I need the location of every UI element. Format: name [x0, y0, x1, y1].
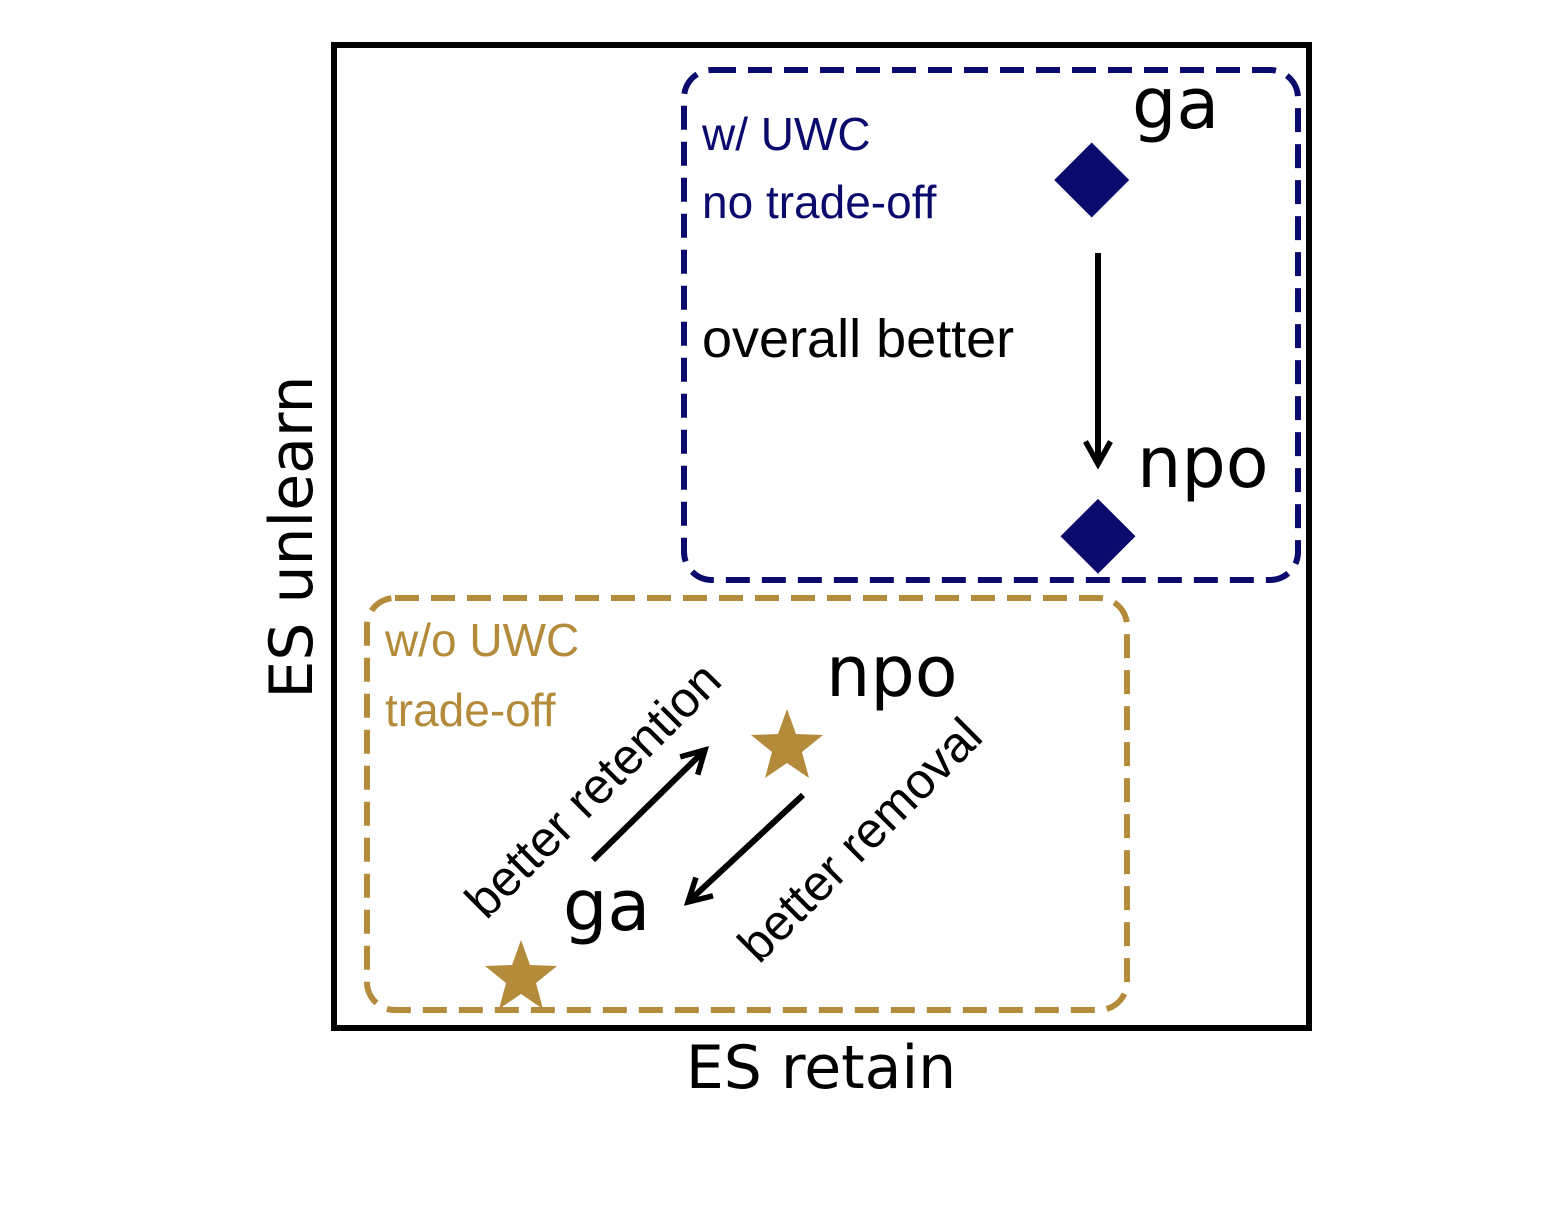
with-uwc-box — [681, 67, 1301, 583]
with-uwc-ga-marker — [1054, 142, 1130, 218]
with-uwc-npo-label: npo — [1137, 422, 1269, 504]
without-uwc-ga-label: ga — [563, 865, 650, 947]
without-uwc-ga-marker — [485, 940, 557, 1009]
overall-better-label: overall better — [702, 309, 1014, 369]
without-uwc-npo-marker — [751, 709, 823, 778]
with-uwc-subtitle: no trade-off — [702, 176, 937, 228]
y-axis-label: ES unlearn — [257, 375, 327, 698]
without-uwc-box — [364, 595, 1130, 1013]
without-uwc-npo-label: npo — [826, 631, 958, 713]
plot-frame — [331, 42, 1312, 1031]
better-retention-arrow — [590, 750, 705, 863]
without-uwc-title: w/o UWC — [384, 614, 579, 666]
with-uwc-ga-label: ga — [1132, 63, 1219, 145]
better-removal-arrow — [688, 792, 806, 902]
with-uwc-title: w/ UWC — [701, 108, 871, 160]
with-uwc-npo-marker — [1060, 498, 1136, 574]
x-axis-label: ES retain — [686, 1033, 956, 1103]
without-uwc-subtitle: trade-off — [385, 684, 556, 736]
